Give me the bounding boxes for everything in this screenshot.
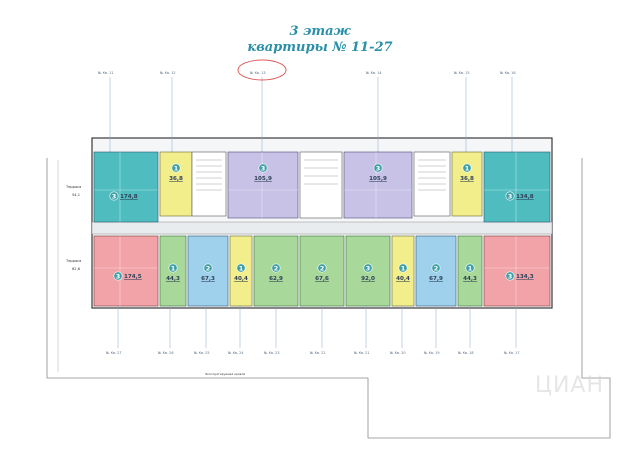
- roof-outline: [46, 158, 611, 439]
- lower-unit-1-area: 44,3: [166, 276, 180, 282]
- upper-unit-3-area: 105,9: [369, 176, 387, 182]
- lower-unit-5-rooms-badge: [317, 263, 327, 273]
- corner-lower-left-rooms-badge: [113, 271, 123, 281]
- upper-unit-1-rooms: 1: [174, 164, 179, 172]
- lower-unit-7-area: 40,4: [396, 276, 410, 282]
- roof-label: Эксплуатируемая кровля: [205, 372, 245, 376]
- corner-upper-left-rooms: 3: [112, 192, 117, 200]
- upper-unit-4-area: 36,8: [460, 176, 474, 182]
- corner-unit-upper-right: [483, 151, 551, 223]
- watermark: ЦИАН: [534, 373, 604, 398]
- lower-unit-3-rooms-badge: [236, 263, 246, 273]
- lower-unit-9-area: 44,3: [463, 276, 477, 282]
- terrace-label-lower: Терраса: [65, 259, 81, 263]
- apartment-label-bottom: № Кв. 24: [228, 351, 243, 355]
- apartment-label-bottom: № Кв. 22: [310, 351, 325, 355]
- top-apartment-labels: № Кв. 11 № Кв. 12 № Кв. 13 № Кв. 14 № Кв. 15…: [98, 71, 515, 75]
- bottom-leader-lines: [117, 306, 517, 348]
- lower-unit-8-rooms: 2: [434, 264, 439, 272]
- corner-upper-right-rooms: 3: [508, 192, 513, 200]
- corridor: [91, 221, 553, 235]
- lower-unit-3-rooms: 1: [239, 264, 244, 272]
- upper-unit-3: [343, 151, 413, 219]
- upper-unit-2-rooms: 3: [261, 164, 266, 172]
- apartment-label-top: № Кв. 15: [454, 71, 469, 75]
- lower-unit-7-rooms: 1: [401, 264, 406, 272]
- partitions: [94, 152, 550, 306]
- corner-upper-left-rooms-badge: [109, 191, 119, 201]
- upper-unit-4-rooms-badge: [462, 163, 472, 173]
- corner-unit-upper-left: [93, 151, 159, 223]
- terrace-label-upper: Терраса: [65, 185, 81, 189]
- upper-unit-2: [227, 151, 299, 219]
- corner-lower-right-rooms: 3: [508, 272, 513, 280]
- upper-unit-2-area: 105,9: [254, 176, 272, 182]
- lower-unit-6-rooms: 3: [366, 264, 371, 272]
- apartment-label-top: № Кв. 11: [98, 71, 113, 75]
- lower-unit-4-rooms: 2: [274, 264, 279, 272]
- stair-treads: [196, 159, 446, 191]
- apartment-label-bottom: № Кв. 18: [458, 351, 473, 355]
- upper-unit-4-rooms: 1: [465, 164, 470, 172]
- lower-unit-6-area: 92,0: [361, 276, 375, 282]
- bottom-apartment-labels: № Кв. 27 № Кв. 26 № Кв. 25 № Кв. 24 № Кв. 23…: [106, 351, 519, 355]
- apartment-label-bottom: № Кв. 21: [354, 351, 369, 355]
- corner-lower-left-area: 174,5: [124, 274, 142, 280]
- corner-unit-lower-right: [483, 235, 551, 307]
- lower-unit-4-rooms-badge: [271, 263, 281, 273]
- apartment-label-top: № Кв. 16: [500, 71, 515, 75]
- lower-unit-2-area: 67,3: [201, 276, 215, 282]
- upper-unit-3-rooms: 3: [376, 164, 381, 172]
- lower-unit-5-area: 67,6: [315, 276, 329, 282]
- lower-unit-4-area: 62,9: [269, 276, 283, 282]
- lower-unit-9-rooms-badge: [465, 263, 475, 273]
- apartment-label-bottom: № Кв. 23: [264, 351, 279, 355]
- upper-unit-1-rooms-badge: [171, 163, 181, 173]
- corner-unit-lower-left: [93, 235, 159, 307]
- top-leader-lines: [109, 77, 513, 152]
- annotation-circle: [237, 59, 287, 81]
- terrace-area-upper: 54,1: [72, 193, 80, 197]
- terrace-area-lower: 62,6: [72, 267, 81, 271]
- corner-upper-right-area: 134,8: [516, 194, 534, 200]
- lower-unit-8-rooms-badge: [431, 263, 441, 273]
- lower-unit-8-area: 67,9: [429, 276, 443, 282]
- upper-unit-1: [159, 151, 193, 217]
- apartment-label-bottom: № Кв. 25: [194, 351, 209, 355]
- apartment-label-bottom: № Кв. 17: [504, 351, 519, 355]
- lower-unit-1-rooms-badge: [168, 263, 178, 273]
- floor-title: 3 этаж: [289, 24, 351, 39]
- apartment-label-bottom: № Кв. 27: [106, 351, 121, 355]
- corner-lower-right-area: 134,3: [516, 274, 534, 280]
- lower-unit-7-rooms-badge: [398, 263, 408, 273]
- corner-upper-left-area: 174,8: [120, 194, 138, 200]
- upper-unit-1-area: 36,8: [169, 176, 183, 182]
- apartment-label-top: № Кв. 14: [366, 71, 381, 75]
- lower-unit-9-rooms: 1: [468, 264, 473, 272]
- apartments-range-title: квартиры № 11-27: [247, 40, 393, 55]
- upper-unit-2-rooms-badge: [258, 163, 268, 173]
- corner-lower-left-rooms: 3: [116, 272, 121, 280]
- upper-unit-4: [451, 151, 483, 217]
- apartment-label-top: № Кв. 12: [160, 71, 175, 75]
- lower-unit-2-rooms-badge: [203, 263, 213, 273]
- lower-unit-1-rooms: 1: [171, 264, 176, 272]
- apartment-label-bottom: № Кв. 20: [390, 351, 405, 355]
- apartment-label-bottom: № Кв. 26: [158, 351, 173, 355]
- lower-unit-2-rooms: 2: [206, 264, 211, 272]
- apartment-label-top: № Кв. 13: [250, 71, 265, 75]
- corner-upper-right-rooms-badge: [505, 191, 515, 201]
- lower-unit-6-rooms-badge: [363, 263, 373, 273]
- lower-unit-3-area: 40,4: [234, 276, 248, 282]
- corner-lower-right-rooms-badge: [505, 271, 515, 281]
- lower-unit-5-rooms: 2: [320, 264, 325, 272]
- apartment-label-bottom: № Кв. 19: [424, 351, 439, 355]
- upper-unit-3-rooms-badge: [373, 163, 383, 173]
